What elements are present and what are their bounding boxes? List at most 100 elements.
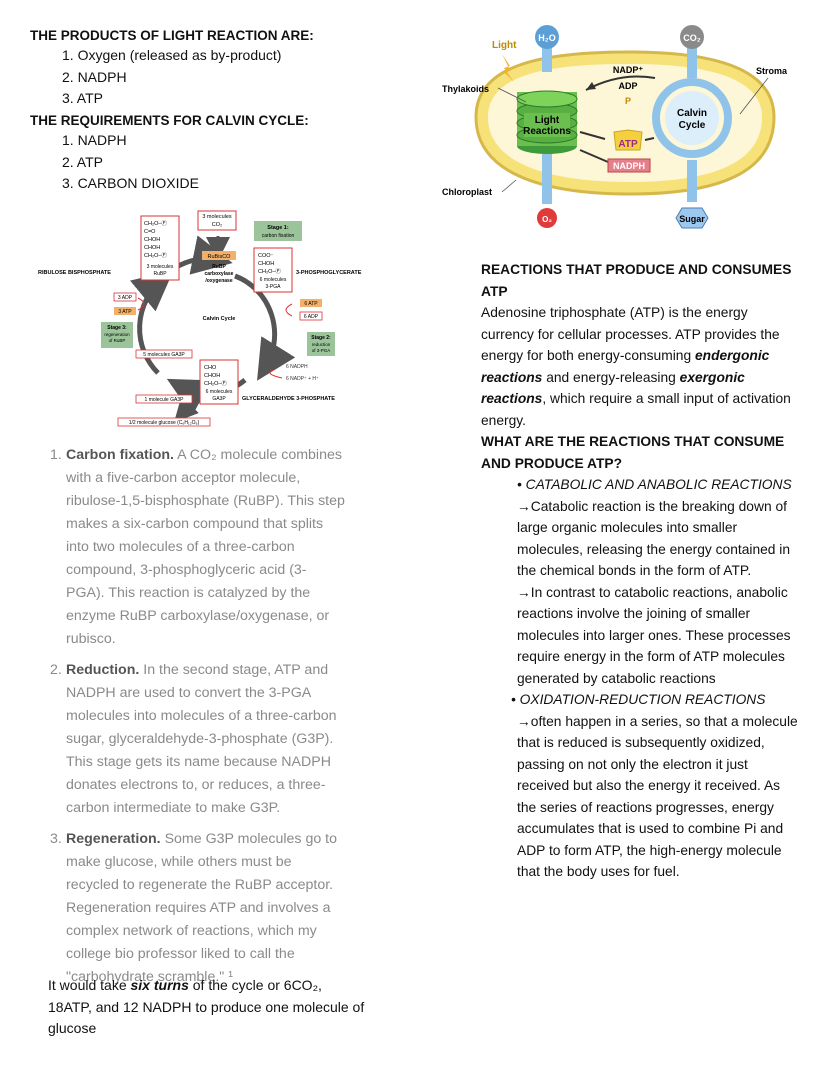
molecule-line: CH₂O–Ⓟ [144, 251, 167, 259]
step-title: Reduction. [66, 662, 140, 678]
light-calvin-diagram: Calvin Cycle Light Reactions H₂O CO₂ Lig… [442, 25, 788, 229]
light-bolt-icon [502, 54, 514, 82]
adp-6-label: 6 ADP [304, 314, 319, 320]
step-body: In the second stage, ATP and NADPH are u… [66, 662, 337, 816]
step-title: Regeneration. [66, 831, 161, 847]
rubisco-label: RuBisCO [208, 254, 232, 260]
molecule-line: CHOH [144, 237, 160, 243]
molecule-line: CH₂O–Ⓟ [258, 267, 281, 275]
stage3-desc: regeneration [104, 332, 130, 337]
molecule-line: CHOH [144, 245, 160, 251]
stage1-desc: carbon fixation [262, 233, 295, 239]
atp-reactions-section: REACTIONS THAT PRODUCE AND CONSUMES ATP … [481, 259, 801, 883]
list-item: 2. ATP [62, 153, 103, 170]
calvin-cycle-center-label: Calvin Cycle [203, 316, 236, 322]
enzyme-text: carboxylase [205, 271, 234, 277]
catabolic-paragraph: →Catabolic reaction is the breaking down… [517, 498, 791, 579]
stage2-desc: reduction [312, 342, 331, 347]
molecule-line: 6 molecules [206, 389, 233, 395]
molecule-line: CH₂O–Ⓟ [204, 379, 227, 387]
co2-box-line1: 3 molecules [202, 214, 232, 220]
list-item: 1. NADPH [62, 132, 127, 148]
requirements-heading: THE REQUIREMENTS FOR CALVIN CYCLE: [30, 113, 309, 128]
atp-6-label: 6 ATP [304, 301, 318, 307]
nadph-label: NADPH [613, 161, 645, 171]
endergonic-term: endergonic reactions [481, 348, 770, 385]
step-number: 1. [50, 447, 62, 463]
calvin-cycle-label: Cycle [679, 120, 706, 131]
adp-3-label: 3 ADP [118, 295, 133, 301]
products-heading: THE PRODUCTS OF LIGHT REACTION ARE: [30, 28, 314, 43]
glucose-label: 1/2 molecule glucose (C₆H₁₂O₆) [129, 420, 200, 426]
molecule-line: 6 molecules [260, 277, 287, 283]
section-heading: WHAT ARE THE REACTIONS THAT CONSUME AND … [481, 434, 785, 471]
molecule-line: RuBP [153, 271, 167, 277]
calvin-cycle-diagram: 3 molecules CO₂ Stage 1: carbon fixation… [38, 210, 362, 427]
note-text: It would take [48, 977, 131, 993]
h2o-node [535, 25, 559, 49]
g3p-molecule-box [199, 359, 239, 405]
atp-3-label: 3 ATP [118, 309, 132, 315]
molecule-line: CHO [204, 365, 217, 371]
o2-arrow [542, 148, 552, 204]
molecule-line: 3-PGA [265, 284, 281, 290]
note-text: of the cycle or 6CO₂, 18ATP, and 12 NADP… [48, 977, 365, 1036]
co2-label: CO₂ [683, 33, 701, 43]
ga3p-5-label: 5 molecules GA3P [143, 352, 185, 358]
list-item: 3. CARBON DIOXIDE [62, 175, 199, 191]
bullet-heading: • OXIDATION-REDUCTION REACTIONS [511, 692, 766, 707]
h2o-label: H₂O [538, 33, 556, 43]
requirements-list: 1. NADPH 2. ATP 3. CARBON DIOXIDE [62, 130, 199, 195]
nadp-label: NADP⁺ [613, 65, 644, 75]
intro-paragraph: Adenosine triphosphate (ATP) is the ener… [481, 302, 801, 431]
step-body: A CO₂ molecule combines with a five-carb… [66, 447, 345, 647]
intro-text: , which require a small input of activat… [481, 391, 791, 428]
thylakoids-label: Thylakoids [442, 84, 489, 94]
molecule-line: CHOH [258, 261, 274, 267]
sugar-node [675, 207, 709, 229]
sugar-label: Sugar [679, 214, 705, 224]
cycle-arrow-right [234, 273, 296, 381]
co2-arrow [687, 40, 697, 78]
label-glyceraldehyde-3-phosphate: GLYCERALDEHYDE 3-PHOSPHATE [242, 396, 335, 402]
light-label: Light [492, 40, 517, 51]
note-emphasis: six turns [130, 977, 189, 993]
label-3-phosphoglycerate: 3-PHOSPHOGLYCERATE [296, 270, 362, 276]
light-reactions-label: Light [535, 115, 560, 126]
stage3-desc: of RuBP [109, 338, 126, 343]
products-list: 1. Oxygen (released as by-product) 2. NA… [62, 45, 281, 110]
calvin-steps-list: 1. Carbon fixation. A CO₂ molecule combi… [50, 444, 345, 997]
list-item: 3. Regeneration. Some G3P molecules go t… [50, 828, 345, 989]
intro-text: and energy-releasing [542, 369, 680, 385]
molecule-line: GA3P [212, 396, 226, 402]
adp-label: ADP [618, 81, 637, 91]
cycle-arrow-left [129, 270, 174, 375]
rubp-molecule-box [140, 215, 180, 281]
intro-text: Adenosine triphosphate (ATP) is the ener… [481, 305, 780, 363]
o2-node [537, 208, 557, 228]
ga3p-1-label: 1 molecule GA3P [145, 397, 185, 403]
anabolic-paragraph: →In contrast to catabolic reactions, ana… [517, 584, 791, 686]
thylakoid-stack [516, 90, 578, 108]
light-reactions-label: Reactions [523, 126, 571, 137]
bullet-heading: • CATABOLIC AND ANABOLIC REACTIONS [517, 477, 792, 492]
stroma-label: Stroma [756, 66, 788, 76]
calvin-cycle-label: Calvin [677, 108, 707, 119]
sugar-arrow [687, 160, 697, 202]
list-item: 2. Reduction. In the second stage, ATP a… [50, 659, 345, 820]
atp-burst [613, 129, 643, 151]
step-number: 3. [50, 831, 62, 847]
stage2-desc: of 3-PGA [312, 348, 331, 353]
stage3-title: Stage 3: [107, 325, 127, 331]
stage1-title: Stage 1: [267, 225, 289, 231]
molecule-line: C=O [144, 229, 156, 235]
chloroplast-label: Chloroplast [442, 187, 492, 197]
list-item: 1. Carbon fixation. A CO₂ molecule combi… [50, 444, 345, 651]
nadph-box [607, 158, 651, 173]
enzyme-text: /oxygenase [205, 278, 232, 284]
h2o-arrow [542, 40, 552, 72]
section-heading: REACTIONS THAT PRODUCE AND CONSUMES ATP [481, 262, 792, 299]
co2-box-line2: CO₂ [212, 222, 222, 228]
list-item: 3. ATP [62, 90, 103, 106]
nadph-6-label: 6 NADPH [286, 364, 308, 370]
